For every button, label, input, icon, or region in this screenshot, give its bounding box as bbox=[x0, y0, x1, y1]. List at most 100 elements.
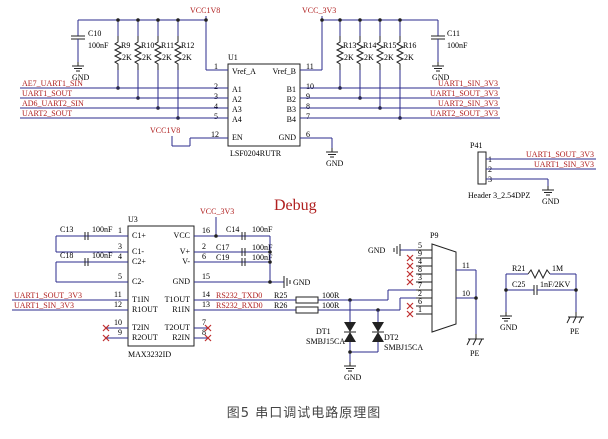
net-label: UART2_SIN_3V3 bbox=[438, 99, 498, 108]
u3-pin-num: 15 bbox=[202, 272, 210, 281]
u1-pin-num: 9 bbox=[306, 92, 310, 101]
u1-ref: U1 bbox=[228, 53, 238, 62]
resistor-value: 2K bbox=[182, 53, 192, 62]
tvs-ref: DT1 bbox=[316, 327, 331, 336]
resistor-value: 2K bbox=[384, 53, 394, 62]
c19-ref: C19 bbox=[216, 253, 229, 262]
gnd-label: GND bbox=[432, 73, 450, 82]
p9-pin: 10 bbox=[462, 289, 470, 298]
u1-pin-num: 11 bbox=[306, 62, 314, 71]
r25-value: 100R bbox=[322, 291, 340, 300]
p9-pin: 1 bbox=[418, 305, 422, 314]
resistor-value: 2K bbox=[162, 53, 172, 62]
u3-pin-name: V- bbox=[182, 257, 190, 266]
c13-value: 100nF bbox=[92, 225, 113, 234]
r26-ref: R26 bbox=[274, 301, 287, 310]
u1-pin-name: A1 bbox=[232, 85, 242, 94]
resistor-ref: R10 bbox=[141, 41, 154, 50]
net-label: UART1_SIN_3V3 bbox=[14, 301, 74, 310]
u3-pin-name: C1+ bbox=[132, 231, 146, 240]
u1-pin-num: 7 bbox=[306, 112, 310, 121]
u1-pin-num: 8 bbox=[306, 102, 310, 111]
u3-pin-name: R2OUT bbox=[132, 333, 158, 342]
gnd-label: GND bbox=[293, 278, 311, 287]
gnd-label: GND bbox=[368, 246, 386, 255]
pe-label: PE bbox=[470, 349, 479, 358]
figure-caption: 图5 串口调试电路原理图 bbox=[226, 406, 382, 421]
u1-pin-name: B2 bbox=[287, 95, 296, 104]
u1-right-nets: UART1_SIN_3V3 UART1_SOUT_3V3 UART2_SIN_3… bbox=[300, 79, 500, 168]
u1-body bbox=[227, 63, 301, 147]
u3-pin-num: 8 bbox=[202, 328, 206, 337]
u1-part: LSF0204RUTR bbox=[230, 149, 282, 158]
u3-pin-num: 11 bbox=[114, 290, 122, 299]
resistor-ref: R13 bbox=[343, 41, 356, 50]
u3-pin-name: C2- bbox=[132, 277, 144, 286]
u3-pin-num: 14 bbox=[202, 290, 210, 299]
tvs-part: SMBJ15CA bbox=[384, 343, 423, 352]
gnd-label: GND bbox=[72, 73, 90, 82]
resistor-value: 2K bbox=[344, 53, 354, 62]
u3-body bbox=[127, 225, 195, 347]
tvs-part: SMBJ15CA bbox=[306, 337, 345, 346]
u3-pin-num: 3 bbox=[118, 242, 122, 251]
gnd-label: GND bbox=[500, 323, 518, 332]
power-label-vcc3v3: VCC_3V3 bbox=[302, 6, 336, 15]
p9-pin: 4 bbox=[418, 257, 422, 266]
u3-pin-name: T2OUT bbox=[165, 323, 190, 332]
c17-value: 100nF bbox=[252, 243, 273, 252]
section-title: Debug bbox=[274, 197, 317, 214]
u3-right-supply: VCC_3V3 C14 100nF C17 100nF C19 100nF GN… bbox=[194, 207, 311, 288]
u3-pin-name: R1IN bbox=[172, 305, 190, 314]
net-label: UART1_SOUT_3V3 bbox=[14, 291, 82, 300]
net-label: UART1_SIN_3V3 bbox=[534, 160, 594, 169]
p9-ref: P9 bbox=[430, 231, 438, 240]
u3-left-caps: C13 100nF C18 100nF bbox=[55, 225, 128, 283]
c11-value: 100nF bbox=[447, 41, 468, 50]
u1-pin-num: 5 bbox=[214, 112, 218, 121]
c25-ref: C25 bbox=[512, 280, 525, 289]
u1-pin-name: Vref_A bbox=[232, 67, 256, 76]
net-label: UART1_SIN_3V3 bbox=[438, 79, 498, 88]
u1-pin-name: A2 bbox=[232, 95, 242, 104]
resistor-value: 2K bbox=[404, 53, 414, 62]
u1-enable: VCC1V8 bbox=[150, 126, 228, 147]
u1-pin-name: Vref_B bbox=[272, 67, 296, 76]
c18-ref: C18 bbox=[60, 251, 73, 260]
u1-pin-name: B1 bbox=[287, 85, 296, 94]
u1-pin-num: 1 bbox=[214, 62, 218, 71]
c10-ref: C10 bbox=[88, 29, 101, 38]
u3-pin-name: V+ bbox=[180, 247, 191, 256]
header-p41: P41 1 2 3 GND UART1_SOUT_3V3 UART1_SIN_3… bbox=[468, 141, 596, 206]
schematic: U1 LSF0204RUTR Vref_A A1 A2 A3 A4 EN 1 2… bbox=[12, 6, 596, 382]
p9-pin: 8 bbox=[418, 265, 422, 274]
resistor-ref: R16 bbox=[403, 41, 416, 50]
p9-pin: 6 bbox=[418, 297, 422, 306]
u3-pin-name: R2IN bbox=[172, 333, 190, 342]
u3-transceiver: U3 MAX3232ID C1+ C1- C2+ C2- T1IN R1OUT … bbox=[114, 215, 210, 359]
u1-pin-name: A3 bbox=[232, 105, 242, 114]
c11-ref: C11 bbox=[447, 29, 460, 38]
u1-pin-num: 3 bbox=[214, 92, 218, 101]
power-label-vcc3v3: VCC_3V3 bbox=[200, 207, 234, 216]
p9-pin: 2 bbox=[418, 289, 422, 298]
c25-value: 1nF/2KV bbox=[540, 280, 570, 289]
u3-pin-name: T2IN bbox=[132, 323, 150, 332]
c18-value: 100nF bbox=[92, 251, 113, 260]
net-label: AE7_UART1_SIN bbox=[22, 79, 83, 88]
db9-connector-p9: P9 5 9 4 8 3 7 2 6 1 GND 1 bbox=[368, 231, 485, 358]
p9-pin: 11 bbox=[462, 261, 470, 270]
u3-pin-name: VCC bbox=[174, 231, 190, 240]
net-label: RS232_RXD0 bbox=[216, 301, 263, 310]
u3-pin-name: C1- bbox=[132, 247, 144, 256]
resistor-ref: R11 bbox=[161, 41, 174, 50]
u1-pin-num: 2 bbox=[214, 82, 218, 91]
gnd-label: GND bbox=[542, 197, 560, 206]
gnd-label: GND bbox=[326, 159, 344, 168]
u3-pin-num: 7 bbox=[202, 318, 206, 327]
u1-pin-name: A4 bbox=[232, 115, 242, 124]
resistor-value: 2K bbox=[364, 53, 374, 62]
chassis-coupling: R21 1M C25 1nF/2KV GND PE bbox=[499, 264, 585, 336]
net-label: RS232_TXD0 bbox=[216, 291, 262, 300]
resistor-ref: R9 bbox=[121, 41, 130, 50]
